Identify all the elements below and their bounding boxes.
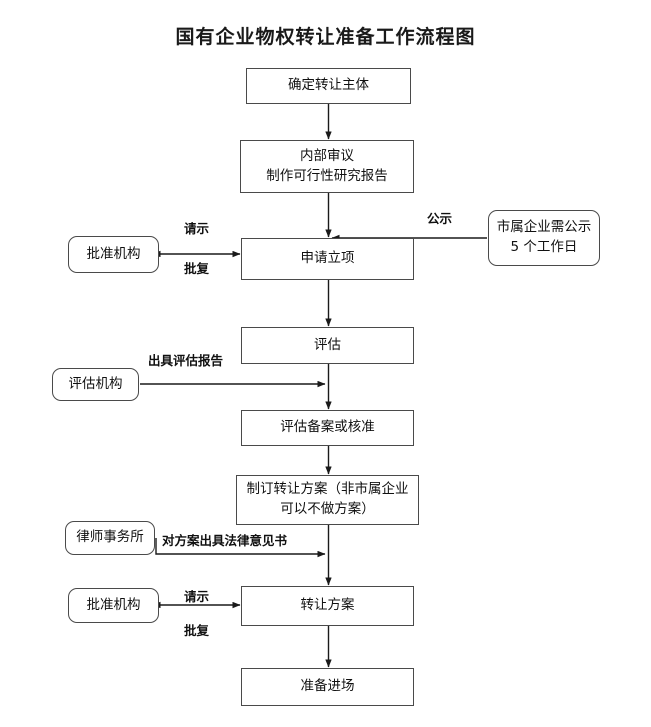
node-label: 准备进场 (300, 678, 355, 695)
node-municipal-enterprise-disclosure[interactable]: 市属企业需公示 5 个工作日 (488, 210, 600, 266)
node-valuation-filing-or-approval[interactable]: 评估备案或核准 (241, 410, 414, 446)
node-label-line-1: 内部审议 (300, 147, 354, 164)
node-label: 批准机构 (86, 245, 141, 262)
node-label-line-1: 市属企业需公示 (496, 219, 592, 236)
node-label: 申请立项 (300, 250, 355, 267)
node-label-line-2: 可以不做方案） (280, 501, 375, 517)
node-approval-authority-top[interactable]: 批准机构 (68, 236, 159, 273)
node-label-line-2: 制作可行性研究报告 (266, 167, 388, 184)
node-valuation[interactable]: 评估 (241, 327, 414, 364)
node-label: 评估机构 (68, 375, 123, 392)
edge-label-request-top: 请示 (184, 221, 210, 236)
edge-label-reply-top: 批复 (184, 261, 210, 276)
node-transfer-plan[interactable]: 转让方案 (241, 586, 414, 626)
edge-label-reply-bottom: 批复 (184, 623, 210, 638)
edge-label-issue-valuation-report: 出具评估报告 (148, 353, 224, 368)
node-label: 转让方案 (300, 597, 355, 614)
edge-label-public-disclosure: 公示 (427, 211, 453, 226)
edge-label-request-bottom: 请示 (184, 589, 210, 604)
connector-lawfirm-to-plan-flow (155, 538, 326, 558)
node-determine-transfer-entity[interactable]: 确定转让主体 (246, 68, 411, 104)
node-internal-review[interactable]: 内部审议 制作可行性研究报告 (240, 140, 414, 193)
node-label: 评估备案或核准 (280, 419, 375, 436)
node-approval-authority-bottom[interactable]: 批准机构 (68, 588, 159, 623)
node-label: 批准机构 (86, 596, 141, 613)
node-law-firm[interactable]: 律师事务所 (65, 521, 155, 555)
node-label: 律师事务所 (76, 529, 144, 546)
node-valuation-agency[interactable]: 评估机构 (52, 368, 139, 401)
node-apply-for-project[interactable]: 申请立项 (241, 238, 414, 280)
node-label: 评估 (314, 336, 341, 353)
node-prepare-to-enter-market[interactable]: 准备进场 (241, 668, 414, 706)
edge-label-legal-opinion: 对方案出具法律意见书 (162, 533, 288, 548)
node-label-line-1: 制订转让方案（非市属企业 (246, 481, 409, 498)
page-title: 国有企业物权转让准备工作流程图 (175, 26, 476, 48)
node-label: 确定转让主体 (288, 77, 369, 94)
node-formulate-transfer-plan[interactable]: 制订转让方案（非市属企业 可以不做方案） (236, 475, 419, 525)
node-label-line-2: 5 个工作日 (510, 239, 578, 255)
